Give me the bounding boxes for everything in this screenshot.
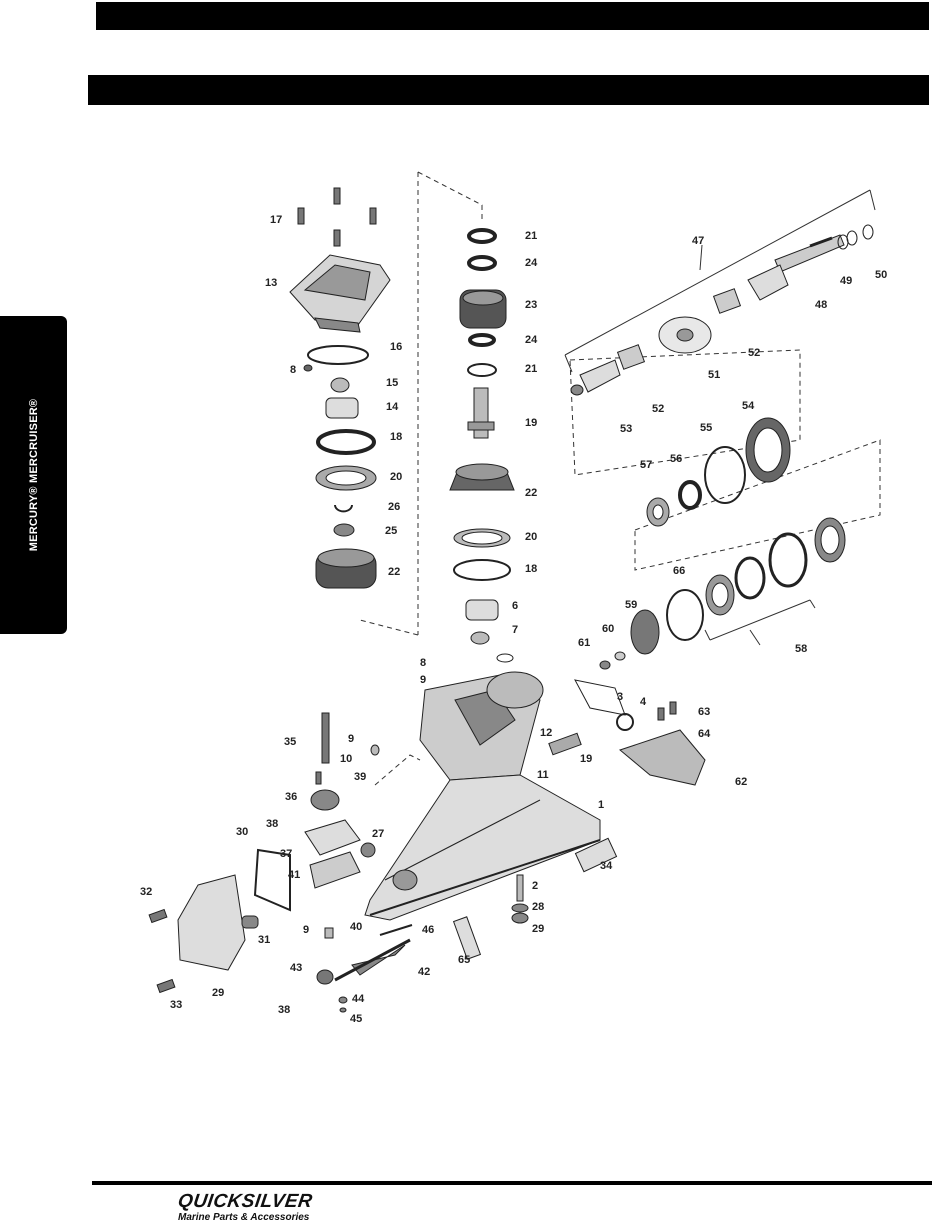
callout-16: 16 (390, 341, 402, 353)
callout-26: 25 (385, 525, 397, 537)
callout-39: 37 (280, 848, 292, 860)
side-tab-label: MERCURY® MERCRUISER® (27, 398, 40, 552)
callout-18-left: 18 (390, 431, 402, 443)
callout-20-left: 20 (390, 471, 402, 483)
callout-9-upper: 9 (348, 733, 354, 745)
callout-33: 31 (258, 934, 270, 946)
side-tab: MERCURY® MERCRUISER® (0, 316, 67, 634)
callout-1: 1 (598, 799, 604, 811)
callout-57: 55 (700, 422, 712, 434)
callout-62: 60 (602, 623, 614, 635)
callout-17: 17 (270, 214, 282, 226)
callout-54-right: 52 (748, 347, 760, 359)
logo-wordmark: QUICKSILVER (176, 1191, 314, 1212)
callout-24-bottom: 24 (525, 334, 538, 346)
callout-58: 56 (670, 453, 682, 465)
callout-34: 32 (140, 886, 152, 898)
callout-60: 58 (795, 643, 807, 655)
callout-12: 12 (540, 727, 552, 739)
callout-8-mid: 8 (420, 657, 426, 669)
callout-3: 3 (617, 691, 623, 703)
callout-9-lower: 9 (303, 924, 309, 936)
callout-24-top: 24 (525, 257, 538, 269)
callout-59: 57 (640, 459, 652, 471)
callout-6: 6 (512, 600, 518, 612)
callout-28: 27 (372, 828, 384, 840)
callout-31: 29 (212, 987, 224, 999)
footer-rule (92, 1181, 932, 1185)
callout-35: 33 (170, 999, 182, 1011)
callout-21-bottom: 21 (525, 363, 537, 375)
callout-48: 46 (422, 924, 434, 936)
callout-63: 61 (578, 637, 590, 649)
callout-41: 39 (354, 771, 366, 783)
header-bar-section (88, 75, 929, 105)
callout-66: 64 (698, 728, 711, 740)
callout-29: 28 (532, 901, 544, 913)
header-bar-top (96, 2, 929, 30)
callout-40-upper: 38 (266, 818, 278, 830)
callout-46: 44 (352, 993, 365, 1005)
callout-15: 15 (386, 377, 398, 389)
callout-10: 10 (340, 753, 352, 765)
callout-47: 45 (350, 1013, 362, 1025)
callout-68: 66 (673, 565, 685, 577)
callout-8-top: 8 (290, 364, 296, 376)
callout-21-top: 21 (525, 230, 537, 242)
callout-27: 26 (388, 501, 400, 513)
callout-64: 62 (735, 776, 747, 788)
callout-55: 53 (620, 423, 632, 435)
callout-14: 14 (386, 401, 399, 413)
callout-11: 11 (537, 769, 549, 781)
callout-44: 42 (418, 966, 430, 978)
callout-13: 13 (265, 277, 277, 289)
callout-18-center: 18 (525, 563, 537, 575)
callout-9-mid: 9 (420, 674, 426, 686)
callout-20-center: 20 (525, 531, 537, 543)
callout-22-center: 22 (525, 487, 537, 499)
callout-43: 41 (288, 869, 300, 881)
callout-4: 4 (640, 696, 647, 708)
callout-51: 49 (840, 275, 852, 287)
callout-49: 47 (692, 235, 704, 247)
callout-65: 63 (698, 706, 710, 718)
quicksilver-logo: QUICKSILVER Marine Parts & Accessories (176, 1191, 348, 1226)
callout-61: 59 (625, 599, 637, 611)
callout-45: 43 (290, 962, 302, 974)
callout-42: 40 (350, 921, 362, 933)
callout-56: 54 (742, 400, 755, 412)
callout-67: 65 (458, 954, 470, 966)
callout-37: 35 (284, 736, 296, 748)
callout-36: 34 (600, 860, 613, 872)
logo-tagline: Marine Parts & Accessories (178, 1212, 310, 1223)
callout-52: 50 (875, 269, 887, 281)
callout-2: 2 (532, 880, 538, 892)
callout-54-left: 52 (652, 403, 664, 415)
callout-40-lower: 38 (278, 1004, 290, 1016)
callout-25: 19 (525, 417, 537, 429)
callout-53: 51 (708, 369, 720, 381)
callout-38: 36 (285, 791, 297, 803)
callout-23: 23 (525, 299, 537, 311)
callout-30: 29 (532, 923, 544, 935)
callout-19: 19 (580, 753, 592, 765)
exploded-parts-diagram: 17 13 16 8 15 14 18 20 26 25 22 21 24 23… (140, 171, 887, 1025)
callout-32: 30 (236, 826, 248, 838)
callout-22-left: 22 (388, 566, 400, 578)
callout-7: 7 (512, 624, 518, 636)
callout-50: 48 (815, 299, 827, 311)
